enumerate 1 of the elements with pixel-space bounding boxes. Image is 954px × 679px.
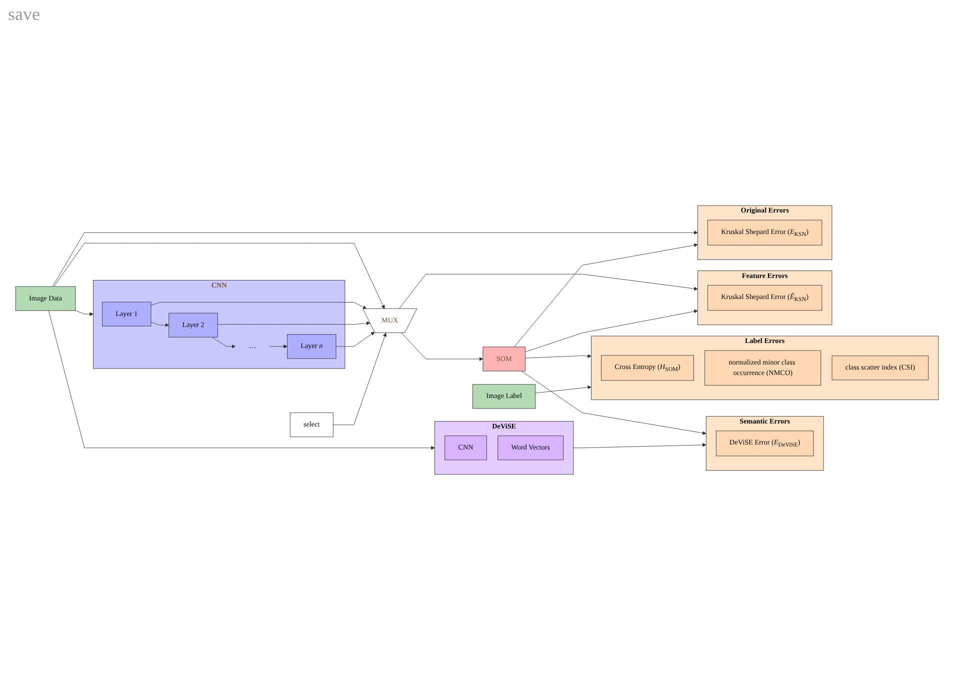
save-label: save [8,4,40,25]
